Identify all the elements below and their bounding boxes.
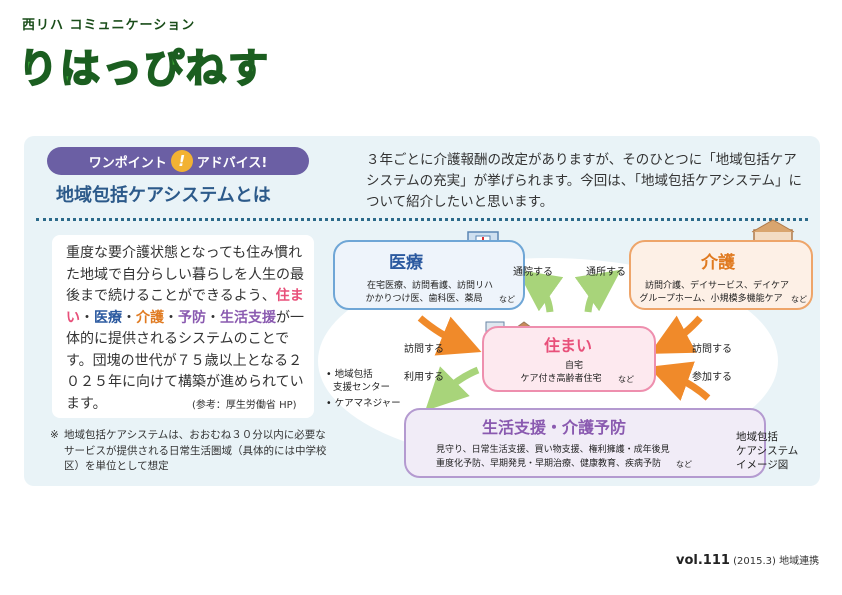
caption-line-1: 地域包括 — [736, 431, 778, 443]
label-sanka: 参加する — [692, 372, 732, 383]
iryo-title: 医療 — [389, 253, 423, 273]
iryo-etc: など — [499, 295, 515, 304]
iryo-sub-2: かかりつけ医、歯科医、薬局 — [365, 294, 483, 304]
arrow-iryo-to-sumai — [417, 315, 482, 356]
arrow-kaigo-to-sumai — [649, 315, 703, 354]
publisher-name: 西リハ コミュニケーション — [22, 18, 196, 33]
arrow-to-iryo — [516, 269, 564, 313]
care-manager-label: • ケアマネジャー — [326, 398, 401, 409]
keyword-yobo: 予防 — [178, 309, 206, 326]
label-homon-left: 訪問する — [404, 344, 444, 355]
iryo-node: 医療 在宅医療、訪問看護、訪問リハ かかりつけ医、歯科医、薬局 など — [333, 240, 525, 310]
article-heading: 地域包括ケアシステムとは — [56, 185, 271, 206]
iryo-sub-1: 在宅医療、訪問看護、訪問リハ — [366, 281, 493, 291]
kaigo-title: 介護 — [701, 253, 735, 273]
label-homon-right: 訪問する — [692, 344, 732, 355]
arrow-to-kaigo — [574, 269, 622, 313]
label-tsuin: 通院する — [513, 267, 553, 278]
volume-number: vol.111 — [676, 553, 730, 568]
article-intro: ３年ごとに介護報酬の改定がありますが、そのひとつに「地域包括ケアシステムの充実」… — [366, 152, 803, 210]
arrow-to-seikatsu-left — [425, 366, 480, 411]
issue-date: (2015.3) — [733, 556, 776, 567]
seikatsu-title: 生活支援・介護予防 — [482, 418, 627, 437]
separator: ・ — [80, 309, 94, 326]
keyword-sumai: 住まい — [66, 288, 304, 326]
caption-line-3: イメージ図 — [736, 459, 789, 471]
definition-part-2: が一体的に提供されるシステムのことです。団塊の世代が７５歳以上となる２０２５年に… — [66, 309, 304, 412]
definition-text: 重度な要介護状態となっても住み慣れた地域で自分らしい暮らしを人生の最後まで続ける… — [66, 243, 306, 415]
seikatsu-sub-1: 見守り、日常生活支援、買い物支援、権利擁護・成年後見 — [436, 445, 670, 455]
sumai-title: 住まい — [544, 336, 593, 355]
label-riyo: 利用する — [404, 372, 444, 383]
footer: vol.111 (2015.3) 地域連携 — [676, 552, 819, 568]
footnote: ※ 地域包括ケアシステムは、おおむね３０分以内に必要なサービスが提供される日常生… — [50, 428, 334, 475]
separator: ・ — [122, 309, 136, 326]
kaigo-node: 介護 訪問介護、デイサービス、デイケア グループホーム、小規模多機能ケア など — [629, 240, 813, 310]
support-center-label: • 地域包括 — [326, 369, 373, 380]
kaigo-sub-2: グループホーム、小規模多機能ケア — [639, 294, 783, 304]
label-tsusho: 通所する — [586, 267, 626, 278]
caption-line-2: ケアシステム — [736, 445, 799, 457]
newsletter-logo: りはっぴねす — [17, 45, 270, 93]
sumai-etc: など — [618, 375, 634, 384]
seikatsu-etc: など — [676, 460, 692, 469]
seikatsu-sub-2: 重度化予防、早期発見・早期治療、健康教育、疾病予防 — [436, 459, 662, 469]
diagram-caption: 地域包括 ケアシステム イメージ図 — [736, 430, 798, 472]
badge-right-text: アドバイス! — [196, 155, 268, 171]
separator: ・ — [164, 309, 178, 326]
reference-note: (参考：厚生労働省 HP) — [192, 400, 297, 411]
section-name: 地域連携 — [779, 556, 820, 567]
note-mark: ※ — [50, 429, 59, 441]
seikatsu-yobo-node: 生活支援・介護予防 見守り、日常生活支援、買い物支援、権利擁護・成年後見 重度化… — [404, 408, 766, 478]
dotted-divider — [36, 218, 808, 221]
definition-box — [52, 235, 314, 418]
footnote-text: 地域包括ケアシステムは、おおむね３０分以内に必要なサービスが提供される日常生活圏… — [64, 429, 327, 472]
definition-part-1: 重度な要介護状態となっても住み慣れた地域で自分らしい暮らしを人生の最後まで続ける… — [66, 245, 304, 304]
sumai-sub-1: 自宅 — [564, 361, 583, 371]
kaigo-etc: など — [791, 295, 807, 304]
sumai-sub-2: ケア付き高齢者住宅 — [520, 374, 602, 384]
keyword-seikatsu: 生活支援 — [220, 309, 276, 326]
sumai-node: 住まい 自宅 ケア付き高齢者住宅 など — [482, 326, 656, 392]
keyword-kaigo: 介護 — [136, 309, 164, 326]
keyword-iryo: 医療 — [94, 309, 122, 326]
badge-left-text: ワンポイント — [88, 155, 167, 171]
exclamation-icon: ! — [170, 150, 193, 172]
one-point-advice-badge: ワンポイント ! アドバイス! — [47, 147, 309, 175]
support-center-label-2: 支援センター — [333, 382, 391, 393]
kaigo-sub-1: 訪問介護、デイサービス、デイケア — [644, 281, 789, 291]
arrow-seikatsu-to-sumai — [648, 361, 711, 401]
separator: ・ — [206, 309, 220, 326]
